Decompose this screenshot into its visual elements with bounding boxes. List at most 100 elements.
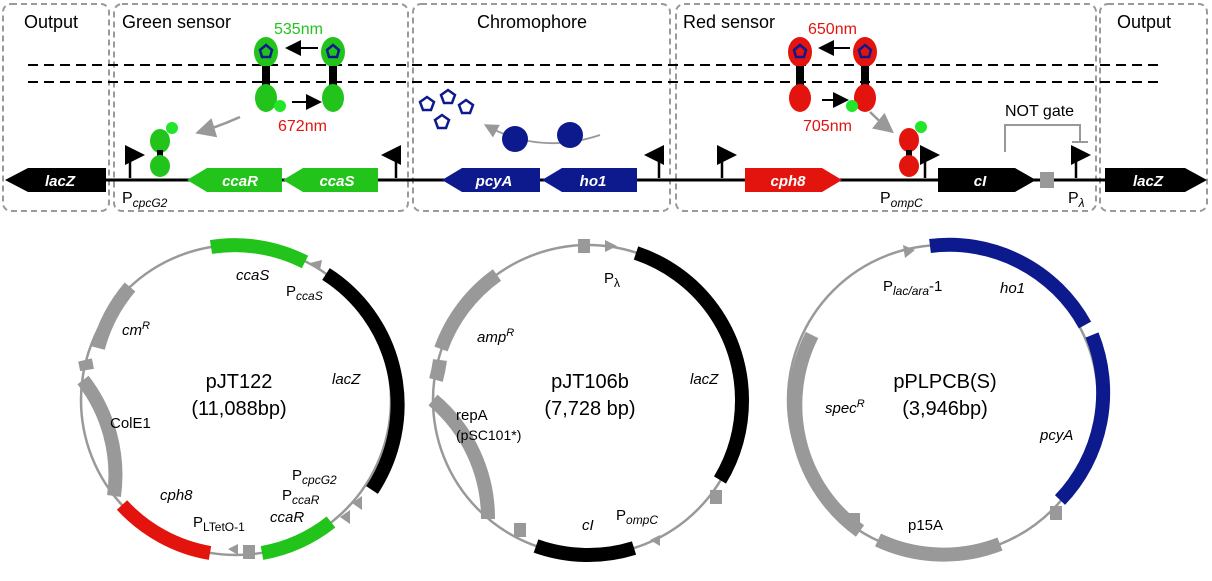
segment-ccar (260, 516, 336, 560)
label-pjt106b-size: (7,728 bp) (544, 398, 635, 420)
title-red-sensor: Red sensor (683, 12, 775, 32)
label-pplpcb-size: (3,946bp) (902, 398, 988, 420)
label-lacz-right: lacZ (1133, 173, 1164, 190)
label-p-ompc: PompC (880, 190, 923, 210)
arrow-enzyme-path (483, 124, 601, 144)
pjt106b-labels: pJT106b (7,728 bp) Pλ ampR lacZ repA (pS… (456, 270, 719, 534)
label-pcya: pcyA (475, 173, 513, 190)
plasmid-pjt122 (77, 238, 405, 560)
panel-boxes (2, 3, 1208, 212)
pjt122-labels: pJT122 (11,088bp) ccaS PccaS cmR lacZ Co… (110, 267, 361, 534)
cph8-dark-state (846, 37, 877, 112)
label-cmr: cmR (122, 320, 150, 339)
panel-green-sensor (113, 3, 409, 212)
label-pltet: PLTetO-1 (193, 514, 245, 534)
label-ho1: ho1 (580, 173, 607, 190)
label-ci: cI (974, 173, 987, 190)
panel-output-right (1099, 3, 1208, 212)
promoter-arrows (125, 145, 1091, 178)
gene-ccas (283, 168, 378, 192)
label-psc101: (pSC101*) (456, 427, 521, 443)
pentagon-icon (457, 98, 475, 115)
promoter-labels: PcpcG2 PompC Pλ (122, 190, 1085, 210)
segment-ho1 (929, 237, 1092, 329)
plasmid-pjt106b (428, 239, 750, 562)
segment-repa (428, 394, 496, 520)
panel-titles: Output Green sensor Chromophore Red sens… (24, 12, 1171, 32)
title-chromophore: Chromophore (477, 12, 587, 32)
arrow-cph8-to-ompr (869, 111, 894, 134)
label-pjt106b-name: pJT106b (551, 371, 629, 393)
panel-red-sensor (675, 3, 1097, 212)
label-ci: cI (582, 517, 594, 534)
gene-arrows (5, 168, 1207, 192)
site-box (243, 545, 255, 559)
site-box (848, 513, 860, 527)
segment-lacz (322, 268, 405, 494)
label-pccar: PccaR (282, 487, 320, 507)
panel-chromophore (412, 3, 671, 212)
ccas-dark-state (254, 37, 286, 112)
title-output-right: Output (1117, 12, 1171, 32)
site-box (514, 523, 526, 537)
gene-cph8 (745, 168, 842, 192)
membrane (28, 64, 1162, 83)
chromophore-icon (857, 43, 873, 59)
ccas-active-state (321, 37, 345, 112)
pjt122-arrows (228, 260, 362, 555)
gene-lacz-right (1105, 168, 1207, 192)
site-box (710, 490, 722, 504)
label-placara: Plac/ara-1 (883, 278, 942, 298)
label-cole1: ColE1 (110, 415, 151, 432)
operator-box (1040, 172, 1054, 188)
segment-cph8 (116, 500, 212, 560)
label-p-lambda: Pλ (1068, 190, 1085, 210)
enzyme-ho1 (557, 122, 583, 148)
segment-p15a (875, 533, 1003, 562)
label-cph8: cph8 (770, 173, 806, 190)
chromophore-icon (325, 43, 341, 59)
promoter-ompc (920, 145, 940, 178)
title-green-sensor: Green sensor (122, 12, 231, 32)
label-pjt122-size: (11,088bp) (191, 398, 286, 420)
gene-pcya (442, 168, 540, 192)
label-pccas: PccaS (286, 283, 323, 303)
segment-small (78, 358, 94, 372)
label-cph8: cph8 (160, 487, 193, 504)
label-not-gate: NOT gate (1005, 103, 1074, 120)
label-pompc: PompC (616, 507, 658, 527)
label-705nm: 705nm (803, 118, 852, 135)
label-plambda: Pλ (604, 270, 620, 290)
segment-cole1 (77, 375, 123, 497)
label-pplpcb-name: pPLPCB(S) (893, 371, 996, 393)
label-pcpcg2: PcpcG2 (292, 467, 337, 487)
gene-ho1 (542, 168, 637, 192)
chromophore-icon (792, 43, 808, 59)
chromophore-molecules (418, 88, 475, 130)
label-lacz: lacZ (690, 371, 719, 388)
segment-pcya (1054, 332, 1111, 505)
site-box (1050, 506, 1062, 520)
promoter-lambda (1071, 145, 1091, 178)
panel-output-left (2, 3, 110, 212)
label-lacz: lacZ (332, 371, 361, 388)
segment-lacz-b (713, 399, 750, 484)
label-p-cpcg2: PcpcG2 (122, 190, 168, 210)
segment-ampr (434, 269, 502, 352)
label-pjt122-name: pJT122 (206, 371, 273, 393)
label-535nm: 535nm (274, 21, 323, 38)
chromophore-icon (258, 43, 274, 59)
label-pcya: pcyA (1039, 427, 1073, 444)
cph8-active-state (788, 37, 812, 112)
plasmid-pplpcb (786, 237, 1111, 562)
segment-cmr (91, 282, 136, 350)
gene-lacz-left (5, 168, 106, 192)
pentagon-icon (418, 95, 436, 112)
ompr-phosphorylated (899, 121, 927, 177)
arrow-ccas-to-ccar (195, 115, 241, 138)
label-ccas: ccaS (236, 267, 269, 284)
pjt106b-arrows (605, 240, 660, 546)
segment-lacz (633, 246, 749, 401)
